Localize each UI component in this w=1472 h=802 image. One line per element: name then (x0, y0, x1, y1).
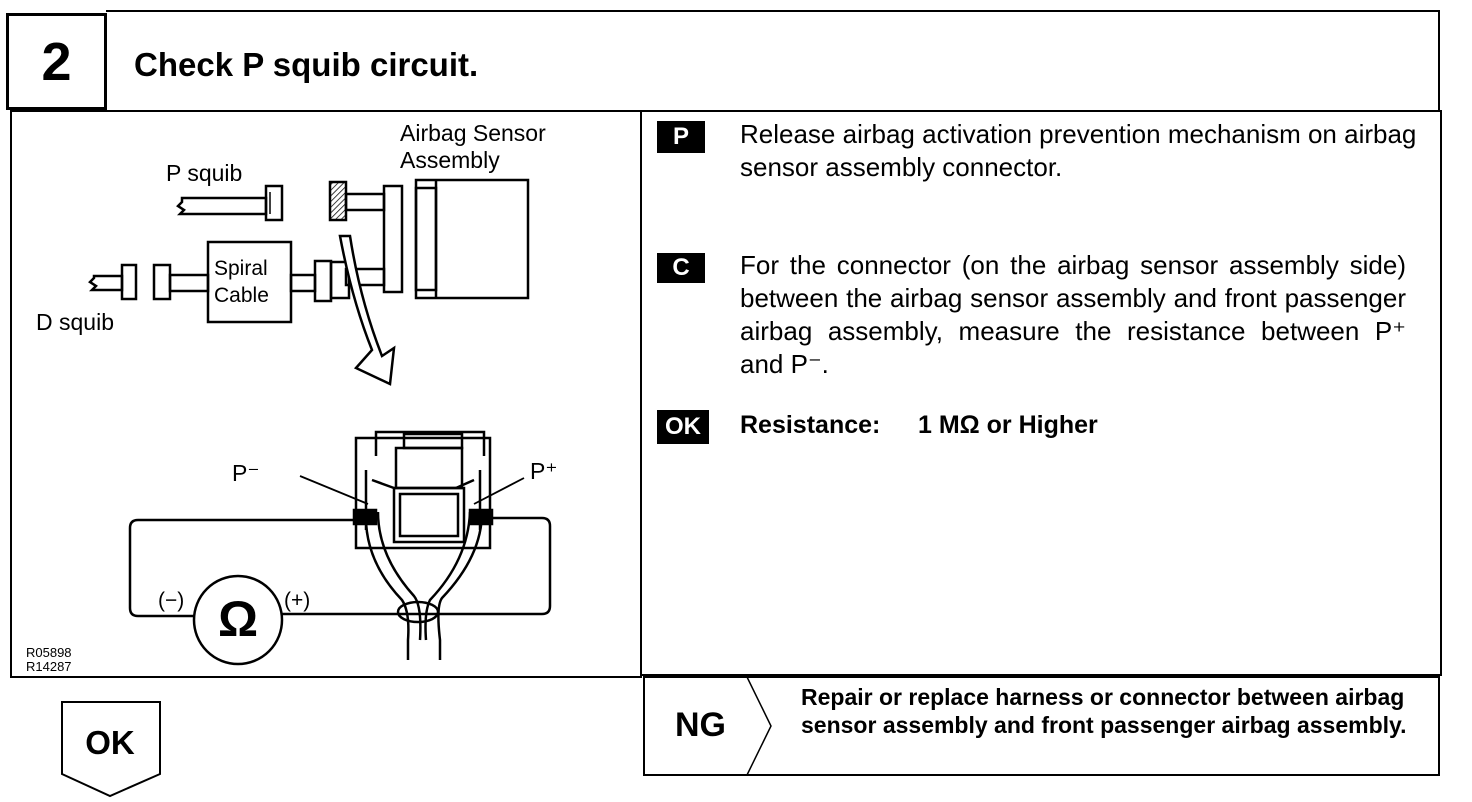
ok-label: OK (85, 724, 135, 761)
tag-ok: OK (657, 410, 709, 444)
ng-result-box (643, 676, 1440, 776)
p-minus-label: P⁻ (232, 460, 260, 486)
ng-label: NG (675, 706, 726, 744)
hatched-connector (328, 180, 348, 222)
instructions-panel (641, 110, 1442, 676)
d-squib-connector (88, 263, 138, 301)
figure-codes: R05898 R14287 (26, 645, 72, 674)
sensor-label-line1: Airbag Sensor (400, 120, 546, 146)
spiral-side-connectors (152, 259, 351, 303)
ok-arrow (61, 701, 161, 798)
step-number: 2 (41, 31, 72, 92)
circuit-wire-right (280, 516, 552, 616)
page-title: Check P squib circuit. (134, 46, 479, 83)
tag-c: C (657, 253, 705, 283)
title-box (106, 10, 1440, 110)
step-c-text: For the connector (on the airbag sensor … (740, 250, 1406, 379)
circuit-wire-left (128, 518, 360, 618)
airbag-sensor-assembly (414, 178, 530, 300)
resistance-value: 1 MΩ or Higher (918, 411, 1098, 439)
ng-action-text: Repair or replace harness or connector b… (801, 684, 1407, 738)
p-squib-label: P squib (166, 160, 243, 186)
spiral-cable-box (206, 240, 293, 324)
ohmmeter (192, 574, 284, 666)
meter-plus-label: (+) (284, 589, 311, 612)
sensor-label-line2: Assembly (400, 147, 500, 173)
d-squib-label: D squib (36, 309, 114, 335)
p-plus-leader (473, 477, 525, 505)
sensor-connectors (344, 184, 404, 294)
tag-p: P (657, 121, 705, 153)
ohm-symbol: Ω (217, 591, 259, 647)
step-number-box (6, 13, 107, 110)
p-minus-leader (299, 475, 369, 505)
p-plus-label: P⁺ (530, 458, 558, 484)
curved-arrow (338, 234, 396, 386)
diagram-panel (10, 110, 642, 678)
p-squib-connector (176, 184, 284, 222)
step-p-text: Release airbag activation prevention mec… (740, 119, 1417, 182)
spiral-label-line2: Cable (214, 284, 269, 307)
meter-minus-label: (−) (158, 589, 185, 612)
connector-closeup (352, 430, 494, 550)
spiral-label-line1: Spiral (214, 257, 268, 280)
resistance-label: Resistance: (740, 411, 881, 439)
probe-wires (364, 511, 484, 660)
